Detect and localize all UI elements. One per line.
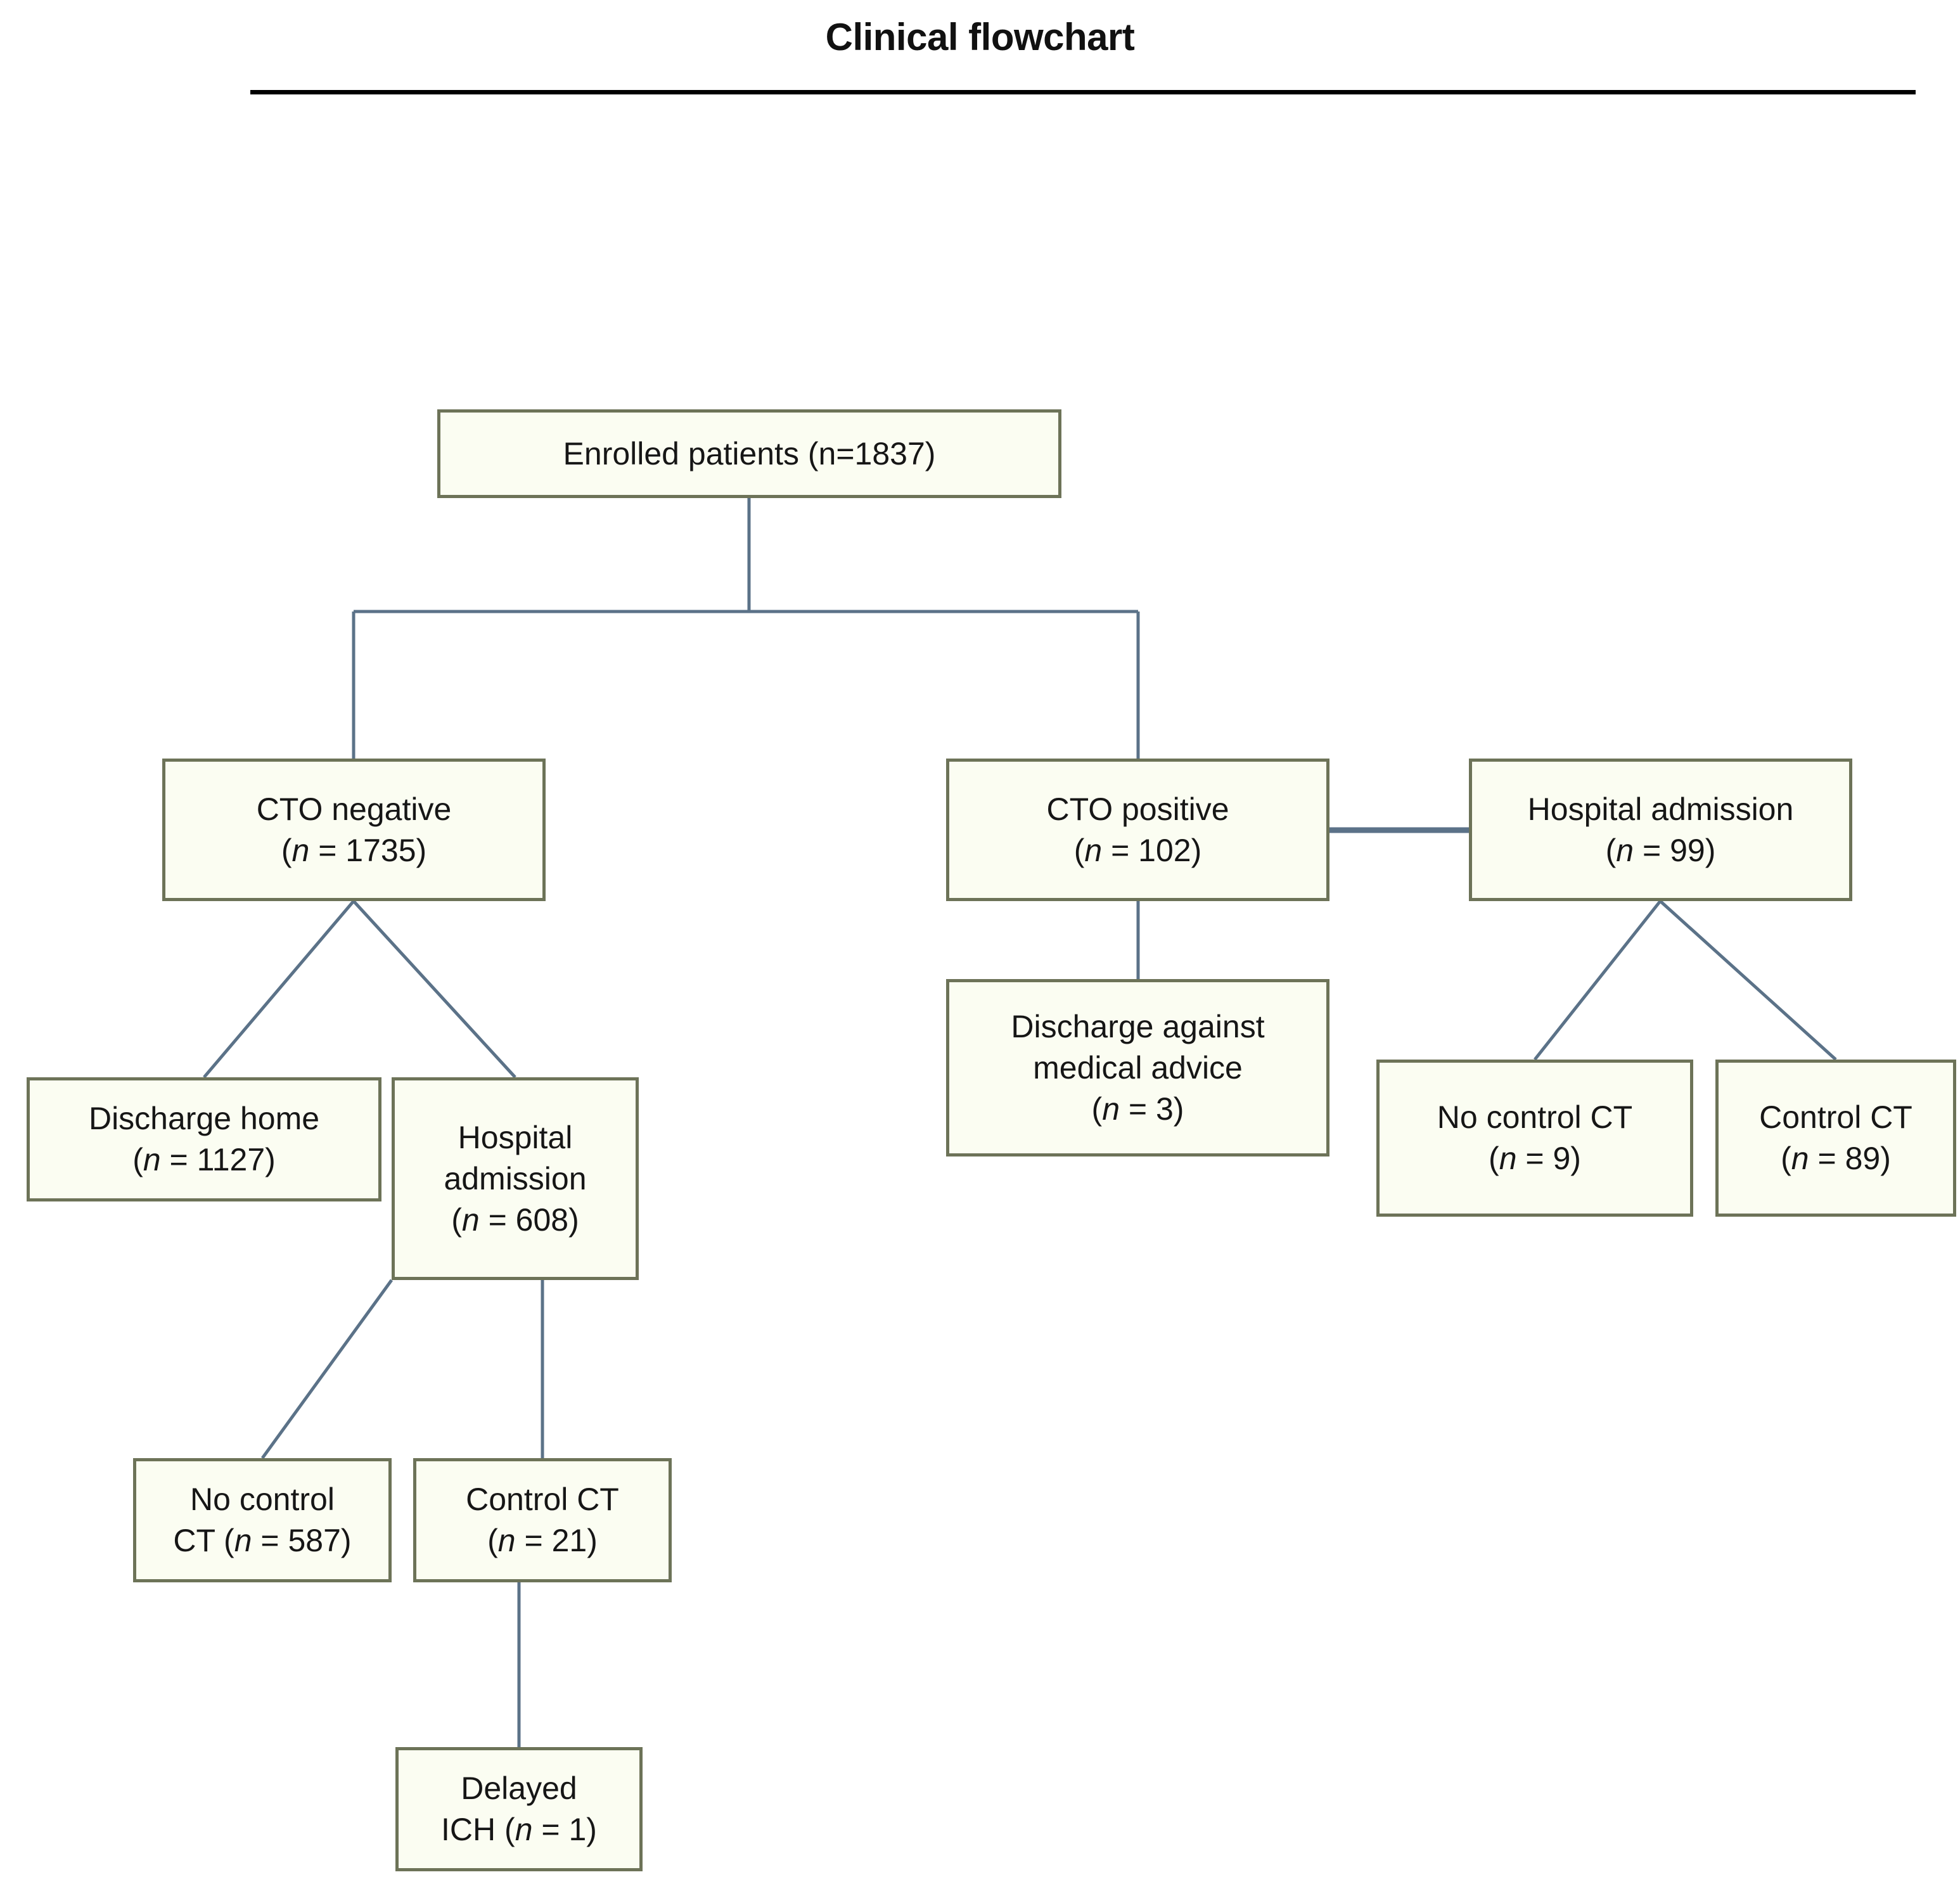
node-line: Discharge against (1011, 1008, 1265, 1044)
node-line: CTO positive (1046, 791, 1229, 827)
node-discharge-home[interactable]: Discharge home (n = 1127) (27, 1077, 381, 1201)
node-line: Hospital admission (1527, 791, 1794, 827)
node-no-control-ct-587[interactable]: No control CT (n = 587) (133, 1458, 392, 1582)
node-line: medical advice (1033, 1049, 1243, 1086)
edge-hosp608-noct587 (260, 1279, 394, 1459)
node-count-line: (n = 102) (1073, 832, 1202, 868)
node-line: Delayed (461, 1771, 577, 1806)
node-count-line: CT (n = 587) (173, 1523, 352, 1558)
edge-hosp99-noct9 (1534, 900, 1662, 1061)
node-count-line: (n = 9) (1489, 1141, 1581, 1176)
node-hospital-admission-608[interactable]: Hospital admission (n = 608) (392, 1077, 639, 1280)
node-line: Discharge home (88, 1101, 320, 1136)
title-divider (250, 90, 1916, 94)
node-line: Enrolled patients (n=1837) (563, 435, 936, 471)
node-hospital-admission-99[interactable]: Hospital admission (n = 99) (1469, 759, 1852, 901)
edge-ctoneg-hosp608 (352, 900, 516, 1079)
node-line: Control CT (466, 1482, 619, 1517)
node-control-ct-21[interactable]: Control CT (n = 21) (413, 1458, 672, 1582)
node-line: Control CT (1759, 1099, 1912, 1135)
node-line: No control CT (1437, 1099, 1633, 1135)
edge-hosp99-ct89 (1659, 900, 1837, 1061)
node-no-control-ct-9[interactable]: No control CT (n = 9) (1376, 1060, 1693, 1217)
node-cto-negative[interactable]: CTO negative (n = 1735) (162, 759, 546, 901)
node-control-ct-89[interactable]: Control CT (n = 89) (1715, 1060, 1956, 1217)
node-count-line: (n = 99) (1605, 832, 1716, 868)
node-cto-positive[interactable]: CTO positive (n = 102) (946, 759, 1329, 901)
node-count-line: (n = 89) (1781, 1141, 1891, 1176)
node-discharge-against-medical-advice[interactable]: Discharge against medical advice (n = 3) (946, 979, 1329, 1156)
node-count-line: (n = 1127) (132, 1142, 276, 1177)
node-delayed-ich[interactable]: Delayed ICH (n = 1) (395, 1747, 643, 1871)
node-count-line: (n = 21) (487, 1523, 598, 1558)
node-line: admission (444, 1160, 587, 1196)
node-enrolled-patients[interactable]: Enrolled patients (n=1837) (437, 409, 1061, 498)
node-count-line: (n = 608) (451, 1201, 579, 1238)
node-line: No control (190, 1482, 335, 1517)
node-count-line: (n = 1735) (281, 832, 427, 868)
edge-ctoneg-dischargehome (203, 900, 355, 1079)
node-line: Hospital (458, 1119, 573, 1155)
node-count-line: (n = 3) (1091, 1091, 1184, 1127)
page-title: Clinical flowchart (825, 16, 1135, 58)
node-line: CTO negative (256, 791, 452, 827)
node-count-line: ICH (n = 1) (441, 1812, 597, 1847)
